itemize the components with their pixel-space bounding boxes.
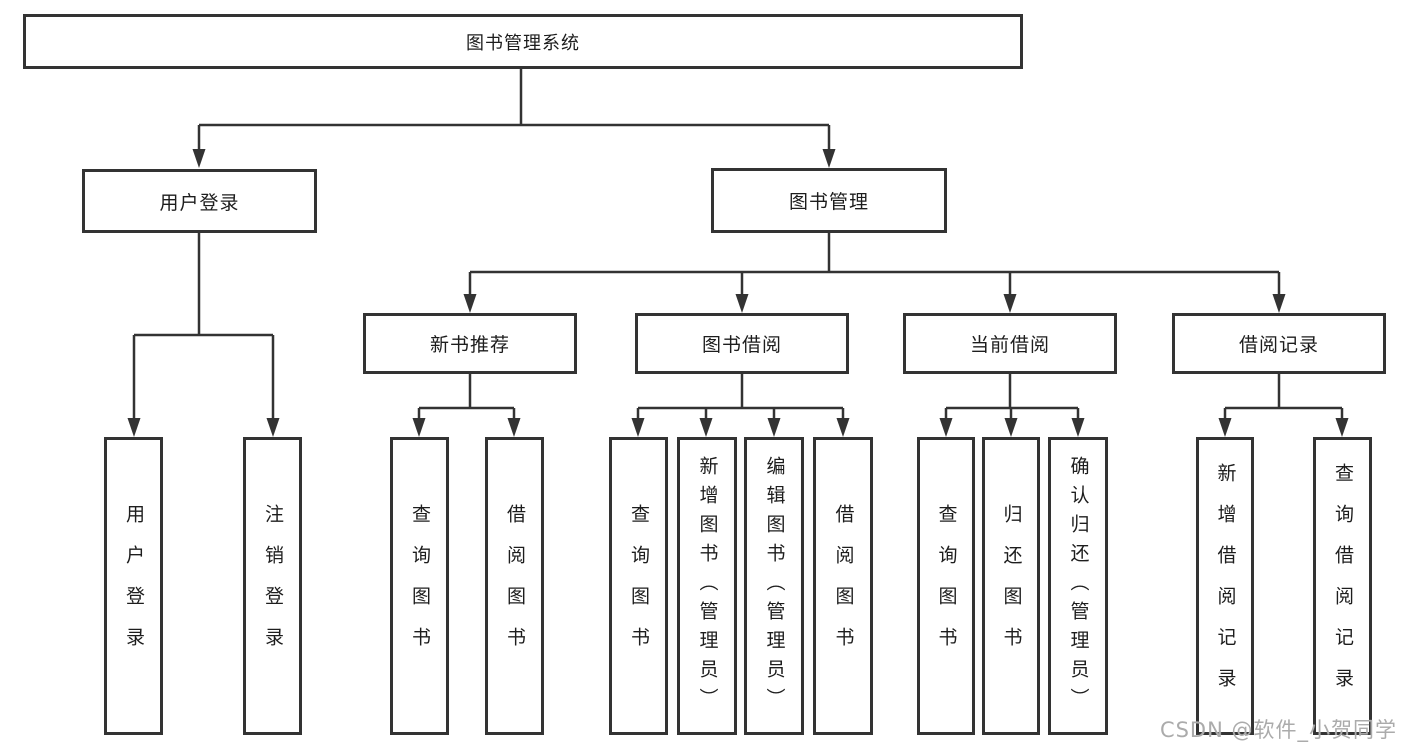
leaf-borrow-books-2-label: 借阅图书 (832, 504, 855, 668)
leaf-add-books-admin: 新增图书（管理员） (677, 437, 737, 735)
arrow-down-icon (822, 149, 836, 168)
leaf-return-books: 归还图书 (982, 437, 1040, 735)
arrow-down-icon (266, 418, 280, 437)
node-book-management: 图书管理 (711, 168, 947, 233)
arrow-down-icon (767, 418, 781, 437)
arrow-down-icon (1003, 294, 1017, 313)
arrow-down-icon (507, 418, 521, 437)
node-book-borrow-label: 图书借阅 (701, 334, 782, 356)
leaf-user-login: 用户登录 (104, 437, 163, 735)
leaf-confirm-return-admin-label: 确认归还（管理员） (1067, 455, 1090, 717)
leaf-query-books-3: 查询图书 (917, 437, 975, 735)
leaf-query-books-2-label: 查询图书 (628, 504, 650, 668)
leaf-borrow-books-2: 借阅图书 (813, 437, 873, 735)
arrow-down-icon (192, 149, 206, 168)
node-book-management-label: 图书管理 (788, 191, 869, 213)
arrow-down-icon (1335, 418, 1349, 437)
node-root-system: 图书管理系统 (23, 14, 1023, 69)
arrow-down-icon (463, 294, 477, 313)
leaf-user-login-label: 用户登录 (123, 504, 145, 668)
node-borrow-records: 借阅记录 (1172, 313, 1386, 374)
leaf-query-borrow-record: 查询借阅记录 (1313, 437, 1372, 735)
leaf-add-books-admin-label: 新增图书（管理员） (696, 455, 719, 717)
leaf-edit-books-admin: 编辑图书（管理员） (744, 437, 804, 735)
csdn-watermark: CSDN @软件_小贺同学 (1159, 718, 1397, 742)
arrow-down-icon (412, 418, 426, 437)
leaf-add-borrow-record: 新增借阅记录 (1196, 437, 1254, 735)
node-root-label: 图书管理系统 (466, 32, 580, 54)
leaf-query-books-1: 查询图书 (390, 437, 449, 735)
leaf-return-books-label: 归还图书 (1000, 504, 1023, 668)
leaf-logout: 注销登录 (243, 437, 302, 735)
leaf-query-books-3-label: 查询图书 (935, 504, 958, 668)
node-borrow-records-label: 借阅记录 (1238, 334, 1319, 356)
arrow-down-icon (939, 418, 953, 437)
leaf-edit-books-admin-label: 编辑图书（管理员） (763, 455, 786, 717)
leaf-add-borrow-record-label: 新增借阅记录 (1214, 463, 1237, 709)
leaf-logout-label: 注销登录 (262, 504, 284, 668)
leaf-confirm-return-admin: 确认归还（管理员） (1048, 437, 1108, 735)
arrow-down-icon (1272, 294, 1286, 313)
arrow-down-icon (631, 418, 645, 437)
arrow-down-icon (699, 418, 713, 437)
arrow-down-icon (836, 418, 850, 437)
arrow-down-icon (1004, 418, 1018, 437)
node-book-borrow: 图书借阅 (635, 313, 849, 374)
node-new-book-recommend: 新书推荐 (363, 313, 577, 374)
node-current-borrow-label: 当前借阅 (969, 334, 1050, 356)
arrow-down-icon (1071, 418, 1085, 437)
leaf-query-borrow-record-label: 查询借阅记录 (1332, 463, 1354, 709)
node-user-login-label: 用户登录 (159, 191, 240, 214)
node-user-login: 用户登录 (82, 169, 317, 233)
leaf-query-books-1-label: 查询图书 (409, 504, 431, 668)
arrow-down-icon (127, 418, 141, 437)
leaf-query-books-2: 查询图书 (609, 437, 668, 735)
leaf-borrow-books-1: 借阅图书 (485, 437, 544, 735)
arrow-down-icon (735, 294, 749, 313)
arrow-down-icon (1218, 418, 1232, 437)
node-new-book-recommend-label: 新书推荐 (429, 334, 510, 356)
leaf-borrow-books-1-label: 借阅图书 (504, 504, 526, 668)
node-current-borrow: 当前借阅 (903, 313, 1117, 374)
